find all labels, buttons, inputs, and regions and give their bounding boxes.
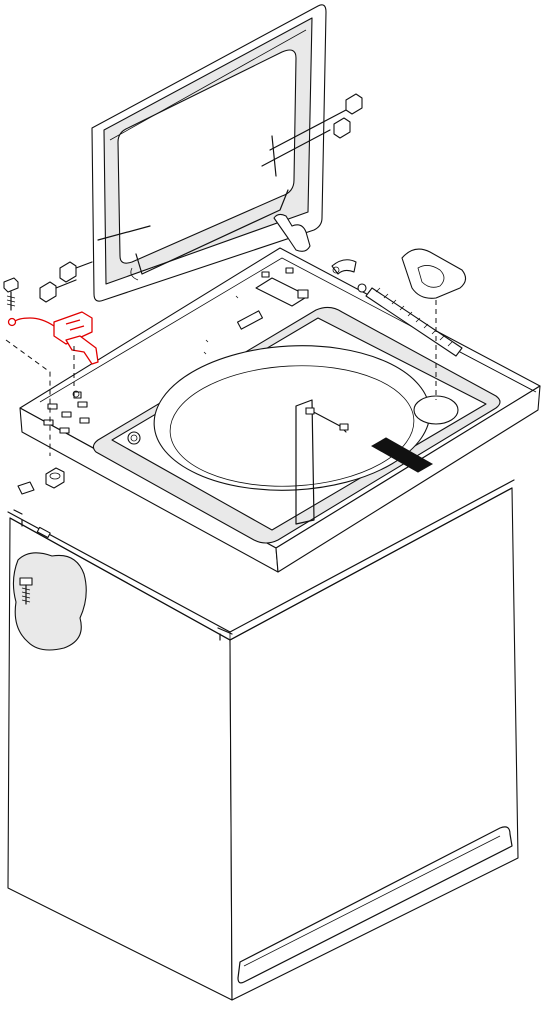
lid-switch-assembly xyxy=(7,311,99,365)
cabinet xyxy=(7,479,519,1001)
lid-counterbalance-spring xyxy=(357,283,537,393)
clip-nut xyxy=(17,481,35,495)
lid xyxy=(39,4,363,303)
hinge-bolt-left xyxy=(59,261,93,283)
lid-hinge-clip xyxy=(273,213,311,252)
cabinet-screw xyxy=(19,577,33,605)
switch-screw xyxy=(3,277,19,311)
lid-switch-wire xyxy=(13,317,55,327)
cabinet-cutaway xyxy=(12,552,87,651)
lid-switch-body xyxy=(53,311,93,345)
hinge-bolt-right xyxy=(345,93,363,115)
shipping-strap xyxy=(370,437,434,473)
lid-switch-actuator xyxy=(65,335,99,365)
cabinet-toe-kick xyxy=(237,826,513,984)
lid-window xyxy=(117,49,297,264)
hinge-spring-clip xyxy=(331,259,357,275)
top-panel-side-edge xyxy=(275,385,541,573)
hinge-bolt-left-2 xyxy=(39,279,77,303)
bleach-dispenser-cup xyxy=(401,248,467,400)
hex-nut xyxy=(45,467,65,489)
hinge-bolt-right-2 xyxy=(333,117,351,139)
